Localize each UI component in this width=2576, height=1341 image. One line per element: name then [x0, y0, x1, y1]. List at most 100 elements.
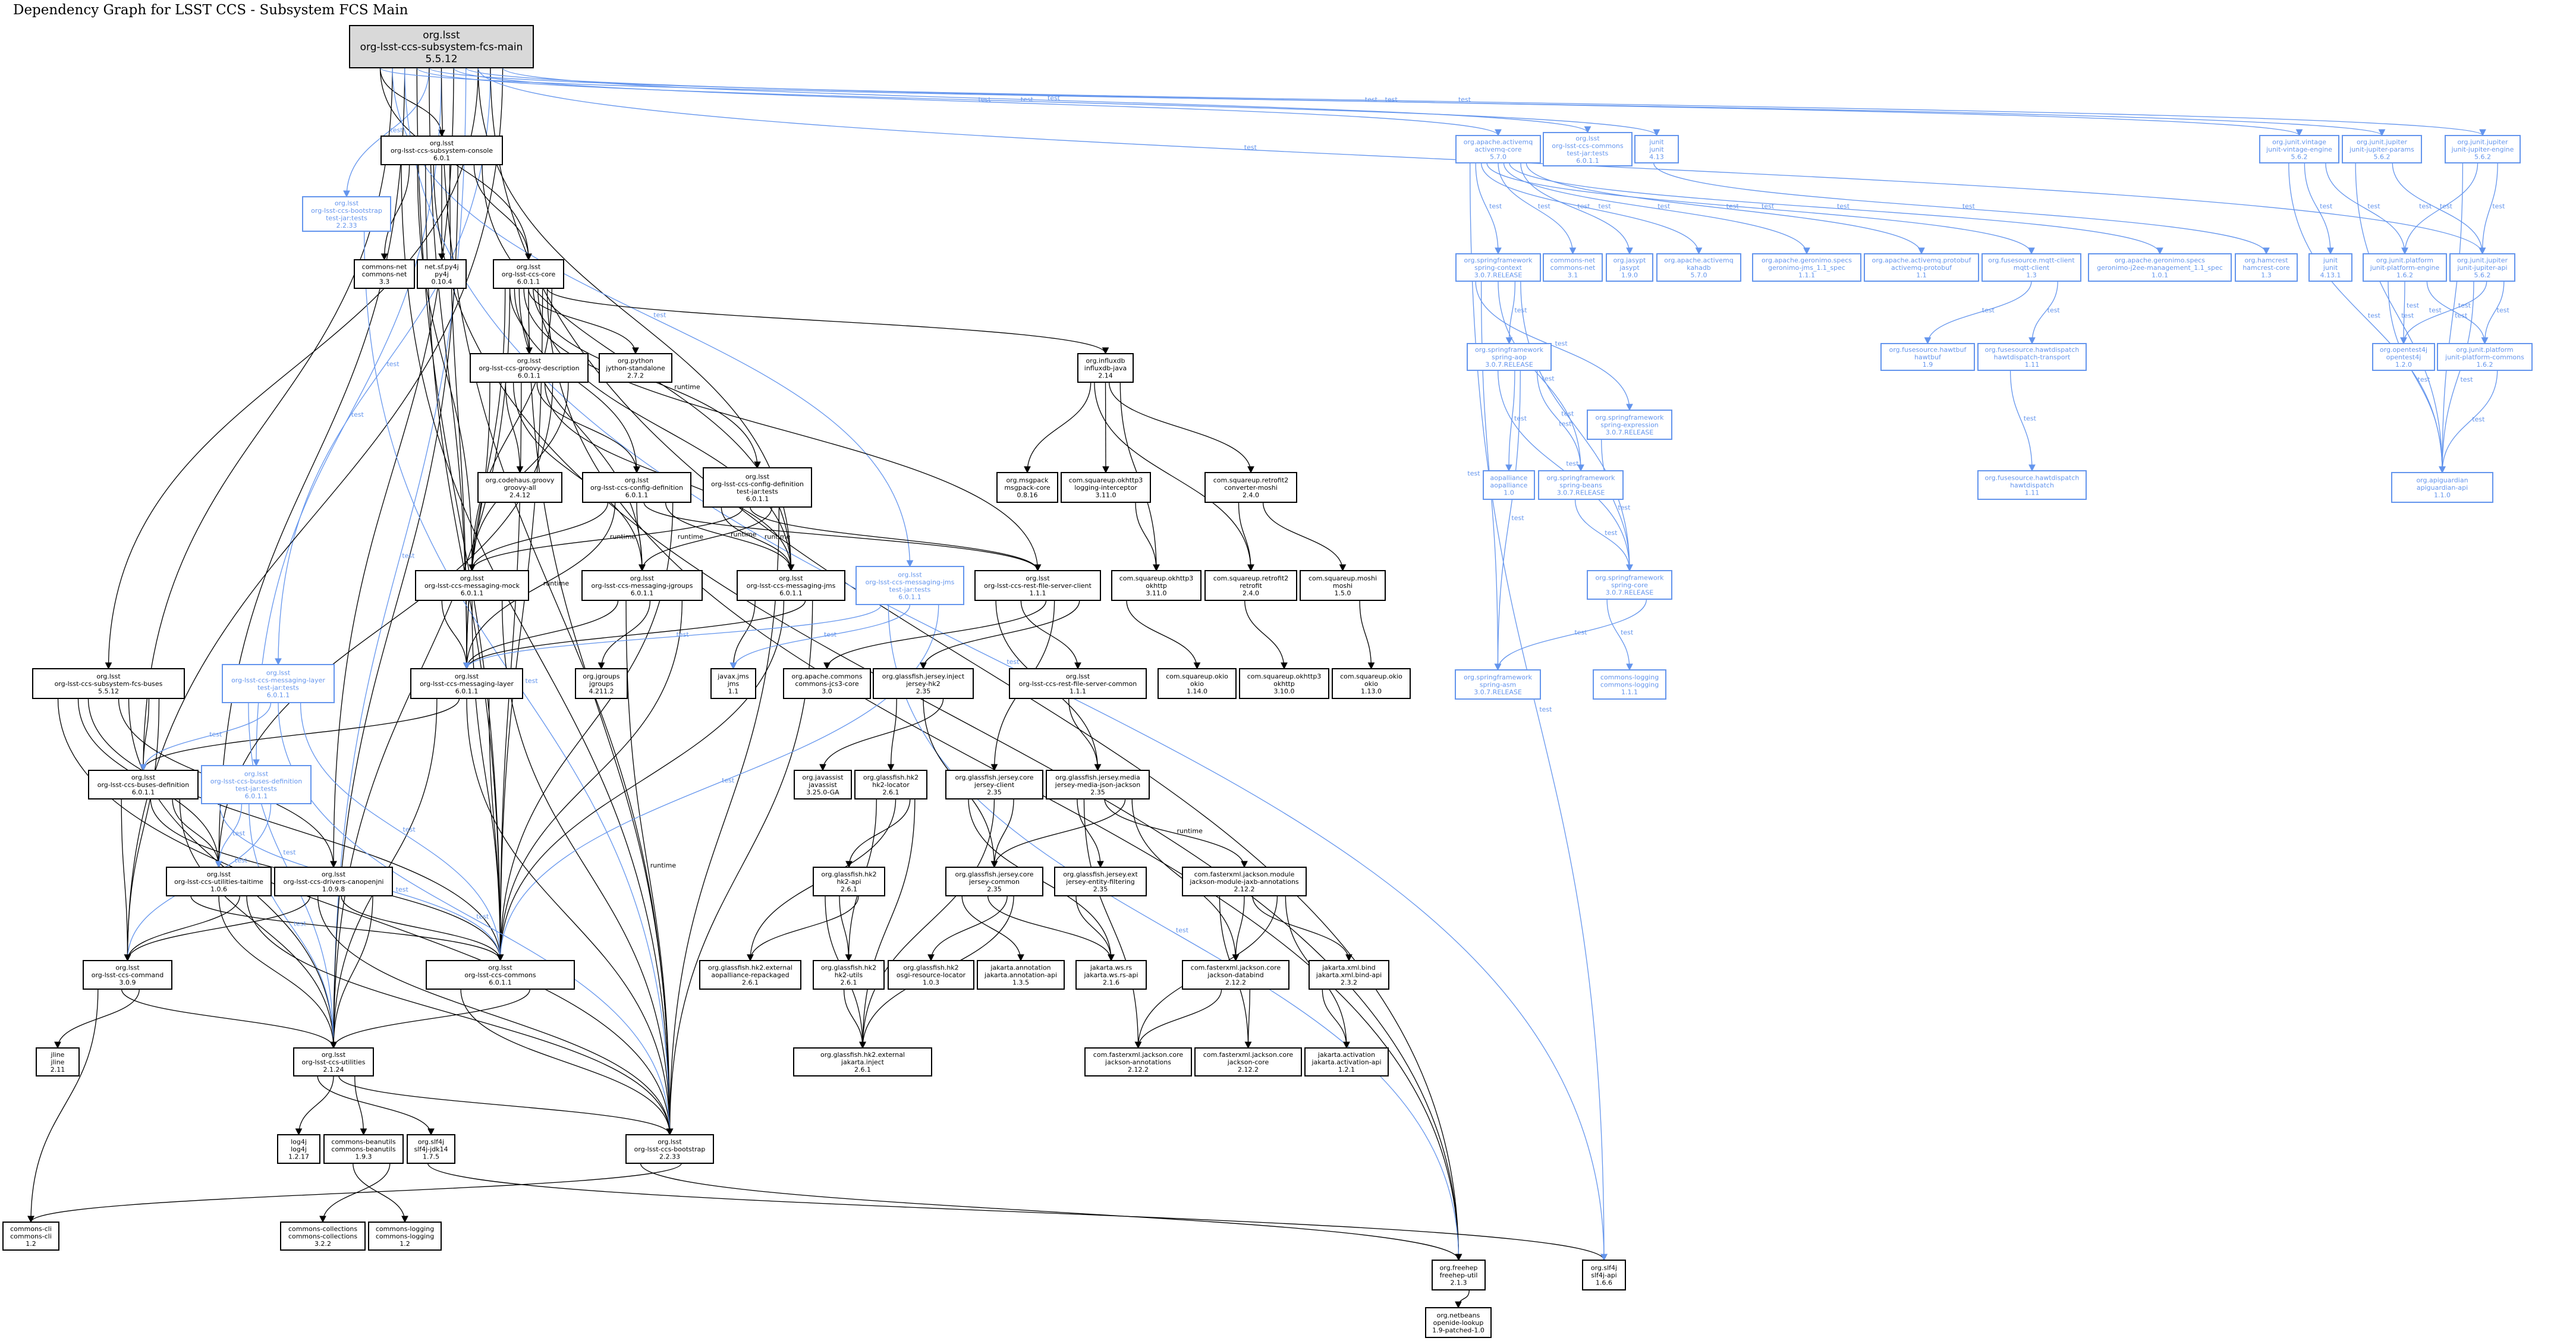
node-box: [945, 867, 1043, 896]
node-label-line: org.msgpack: [1006, 477, 1049, 484]
edge-groovy_desc-to-config_def: [536, 382, 640, 474]
node-label-line: 1.3: [2026, 272, 2037, 279]
node-box: [277, 1134, 320, 1164]
node-box: [1483, 470, 1535, 500]
edge-core-to-bootstrap: [528, 288, 674, 1136]
node-label-line: 2.12.2: [1225, 979, 1246, 987]
node-box: [737, 570, 845, 601]
edge-console-to-bootstrap: [401, 164, 674, 1136]
node-label-line: com.squareup.okhttp3: [1119, 575, 1194, 583]
edge-label: test: [386, 360, 400, 368]
edge-config_def_tj-to-msg_mock: [468, 506, 744, 572]
edge-label: test: [396, 886, 409, 893]
edge-platform_engine-to-opentest4j: [2400, 281, 2407, 345]
edge-label: test: [402, 552, 415, 560]
node-box: [2259, 135, 2339, 163]
edge-core-to-commons: [496, 288, 543, 962]
edge-console-to-msg_mock: [417, 164, 476, 572]
edge-spring_expression-to-spring_core: [1601, 439, 1633, 572]
edge-label: test: [2460, 376, 2473, 383]
edge-jersey_client-to-jersey_common: [990, 798, 1014, 868]
edge-root-to-activemq_core: [453, 67, 1502, 137]
node-box: [1432, 1260, 1486, 1290]
node-label-line: 3.0.7.RELEASE: [1474, 688, 1522, 696]
node-label-line: 1.2.0: [2395, 361, 2412, 369]
edge-label: test: [2458, 302, 2471, 310]
node-label-line: 3.2.2: [314, 1240, 331, 1248]
node-box: [1425, 1307, 1492, 1338]
edge-platform_engine-to-platform_commons: [2426, 281, 2489, 345]
node-label-line: opentest4j: [2386, 354, 2421, 361]
node-label-line: org-lsst-ccs-messaging-jms: [747, 582, 836, 590]
node-box: [1182, 867, 1307, 896]
node-box: [873, 668, 974, 699]
node-label-line: org.slf4j: [1591, 1264, 1617, 1272]
node-label-line: org.codehaus.groovy: [486, 477, 555, 484]
edge-activemq_core-to-kahadb: [1480, 162, 1703, 255]
edge-label: test: [1621, 629, 1634, 637]
edge-jersey_json-to-entity_filtering: [1077, 798, 1104, 868]
node-box: [1864, 253, 1979, 282]
edge-platform_engine-to-apiguardian: [2388, 281, 2446, 474]
edge-groovy_desc-to-msg_layer: [463, 382, 490, 670]
node-spring-expression: org.springframeworkspring-expression3.0.…: [1587, 410, 1672, 440]
node-box: [1543, 132, 1633, 166]
edge-msg_mock-to-bootstrap: [502, 600, 674, 1136]
node-label-line: commons-jcs3-core: [795, 680, 858, 688]
node-label-line: 3.0: [822, 688, 832, 695]
edge-jersey_hk2-to-javassist: [819, 698, 944, 772]
node-box: [1084, 1047, 1192, 1076]
node-label-line: org.glassfish.hk2: [863, 774, 919, 782]
node-protobuf: org.apache.activemq.protobufactivemq-pro…: [1864, 253, 1979, 282]
edge-root-to-commons_tj: [502, 67, 1591, 134]
edge-msg_layer_tj-to-buses_def: [140, 702, 272, 772]
node-box: [1977, 470, 2087, 500]
node-label-line: jline: [51, 1059, 65, 1066]
edge-label: test: [1561, 410, 1574, 418]
edge-conv_moshi-to-retrofit: [1238, 502, 1254, 572]
node-label-line: org.lsst: [658, 1138, 682, 1146]
node-label-line: test-jar:tests: [326, 214, 367, 222]
node-label-line: org.glassfish.jersey.ext: [1063, 871, 1138, 879]
node-box: [1304, 1047, 1389, 1076]
node-label-line: 5.6.2: [2474, 272, 2491, 279]
node-label-line: 6.0.1.1: [455, 688, 478, 695]
node-canopenjni: org.lsstorg-lsst-ccs-drivers-canopenjni1…: [274, 867, 393, 896]
node-label-line: org.jasypt: [1613, 257, 1647, 265]
edge-activemq_core-to-geronimo_jms: [1503, 162, 1810, 255]
node-label-line: 2.14: [1098, 372, 1113, 380]
node-label-line: jms: [727, 680, 740, 688]
edge-label: test: [1605, 529, 1618, 537]
edge-label: test: [1762, 203, 1775, 210]
node-label-line: jersey-media-json-jackson: [1055, 781, 1140, 789]
node-label-line: 6.0.1.1: [517, 278, 540, 286]
edge-jup_api-to-apiguardian: [2439, 281, 2474, 474]
node-label-line: py4j: [435, 270, 449, 278]
node-label-line: 2.12.2: [1234, 886, 1255, 893]
edge-label: runtime: [678, 533, 704, 541]
edge-fcs_buses-to-buses_def: [140, 698, 150, 772]
edge-freehep-to-netbeans: [1455, 1289, 1470, 1309]
node-label-line: spring-context: [1474, 264, 1522, 272]
node-label-line: 3.0.7.RELEASE: [1485, 361, 1533, 369]
edge-hk2_locator-to-hk2_api: [845, 798, 911, 868]
edge-config_def-to-rest_client: [643, 502, 1042, 572]
node-label-line: junit-platform-commons: [2445, 354, 2524, 361]
edge-slf4j_jdk14-to-slf4j_api: [427, 1163, 1608, 1261]
edge-vintage-to-platform_engine: [2325, 162, 2408, 255]
edge-config_def_tj-to-bootstrap: [666, 506, 780, 1136]
node-box: [783, 668, 871, 699]
node-box: [323, 1134, 404, 1164]
node-box: [166, 867, 272, 896]
edge-label: test: [2429, 307, 2442, 314]
node-box: [625, 1134, 714, 1164]
node-label-line: commons-logging: [376, 1233, 434, 1241]
